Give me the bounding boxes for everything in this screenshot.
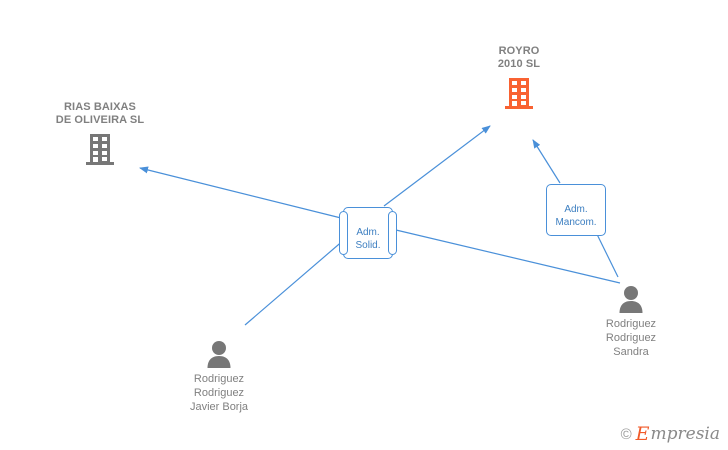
edge-adm-mancom-to-royro <box>532 139 561 184</box>
role-box-adm-solid[interactable]: Adm. Solid. <box>339 207 397 259</box>
person-node-javier-borja[interactable]: Rodriguez Rodriguez Javier Borja <box>139 340 299 414</box>
company-node-rias-baixas[interactable]: RIAS BAIXAS DE OLIVEIRA SL <box>20 101 180 166</box>
person-label-sandra: Rodriguez Rodriguez Sandra <box>605 318 657 358</box>
edge-adm-solid-to-royro <box>383 125 491 207</box>
empresia-watermark: © E mpresia <box>621 425 720 444</box>
person-icon <box>619 286 643 313</box>
role-box-adm-mancom-label: Adm. Mancom. <box>555 204 597 228</box>
company-label-rias-baixas: RIAS BAIXAS DE OLIVEIRA SL <box>55 101 145 126</box>
person-icon <box>207 341 231 368</box>
edge-adm-solid-to-rias-baixas <box>139 166 342 219</box>
company-label-royro: ROYRO 2010 SL <box>497 45 541 70</box>
edge-sandra-to-adm-solid <box>395 229 621 284</box>
role-box-adm-solid-label: Adm. Solid. <box>355 227 381 251</box>
brand-name: mpresia <box>650 424 721 444</box>
edge-javier-borja-to-adm-solid <box>244 238 346 326</box>
person-label-javier-borja: Rodriguez Rodriguez Javier Borja <box>189 373 249 413</box>
brand-initial: E <box>635 423 650 445</box>
person-node-sandra[interactable]: Rodriguez Rodriguez Sandra <box>551 285 711 359</box>
building-icon <box>505 78 533 109</box>
building-icon <box>86 134 114 165</box>
company-node-royro[interactable]: ROYRO 2010 SL <box>439 45 599 110</box>
role-box-adm-mancom[interactable]: Adm. Mancom. <box>546 184 606 236</box>
copyright-symbol: © <box>620 426 632 443</box>
